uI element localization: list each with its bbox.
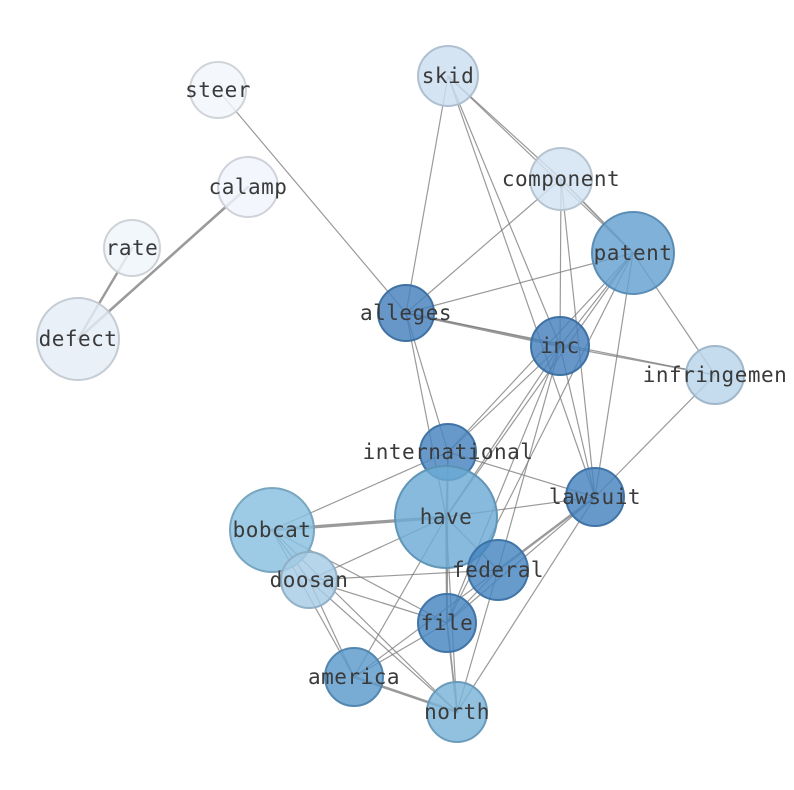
- edge-skid-inc: [447, 75, 561, 347]
- edge-skid-lawsuit: [447, 75, 596, 498]
- node-label-north: north: [424, 700, 490, 724]
- node-label-federal: federal: [452, 558, 544, 582]
- node-have: [394, 465, 498, 569]
- node-bobcat: [229, 487, 315, 573]
- node-label-component: component: [502, 167, 620, 191]
- node-label-have: have: [420, 505, 473, 529]
- edge-lawsuit-north: [456, 496, 596, 713]
- edge-doosan-north: [308, 579, 458, 713]
- nodes-layer: [36, 45, 745, 743]
- node-doosan: [280, 551, 338, 609]
- edge-federal-doosan: [308, 569, 499, 581]
- node-label-international: international: [363, 440, 534, 464]
- node-label-skid: skid: [422, 64, 475, 88]
- node-steer: [189, 61, 247, 119]
- edge-patent-have: [445, 252, 634, 518]
- node-label-defect: defect: [39, 327, 118, 351]
- edge-component-alleges: [405, 178, 562, 314]
- node-america: [324, 647, 384, 707]
- edge-skid-alleges: [405, 75, 449, 314]
- node-calamp: [217, 156, 279, 218]
- node-label-rate: rate: [106, 236, 159, 260]
- node-label-calamp: calamp: [209, 175, 288, 199]
- node-skid: [417, 45, 479, 107]
- node-north: [426, 681, 488, 743]
- node-inc: [530, 316, 590, 376]
- node-label-file: file: [421, 611, 474, 635]
- node-label-patent: patent: [594, 241, 673, 265]
- node-component: [529, 147, 593, 211]
- node-alleges: [377, 284, 435, 342]
- node-label-america: america: [308, 665, 400, 689]
- node-infringemen: [685, 345, 745, 405]
- node-file: [417, 593, 477, 653]
- edge-inc-file: [446, 345, 561, 624]
- labels-layer: steer calamp rate defect skid component patent…: [39, 64, 788, 724]
- node-rate: [103, 219, 161, 277]
- node-label-alleges: alleges: [360, 301, 452, 325]
- edge-steer-alleges: [217, 89, 407, 314]
- node-label-steer: steer: [185, 78, 251, 102]
- node-patent: [591, 211, 675, 295]
- node-federal: [467, 539, 529, 601]
- node-label-infringemen: infringemen: [643, 363, 788, 387]
- node-lawsuit: [565, 467, 625, 527]
- node-defect: [36, 297, 120, 381]
- node-label-lawsuit: lawsuit: [549, 485, 641, 509]
- node-label-doosan: doosan: [270, 568, 349, 592]
- edge-inc-federal: [497, 345, 561, 571]
- node-label-bobcat: bobcat: [233, 518, 312, 542]
- node-label-inc: inc: [540, 334, 579, 358]
